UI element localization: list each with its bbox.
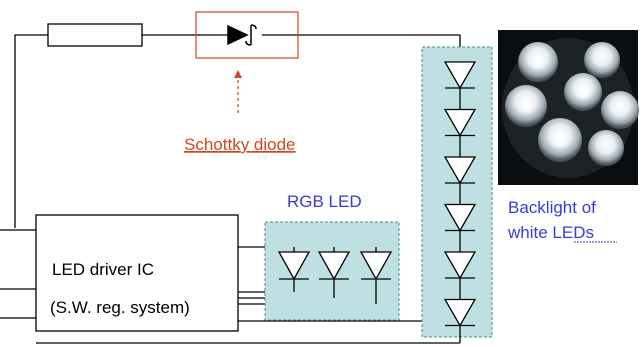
rgb-led-2: [317, 251, 351, 281]
driver-ic-title: LED driver IC: [52, 260, 154, 279]
glowing-leds-photo: [498, 30, 639, 185]
schottky-label: Schottky diode: [184, 135, 296, 154]
resistor: [47, 23, 143, 47]
schottky-highlight-box: [195, 11, 299, 59]
driver-ic-subtitle: (S.W. reg. system): [50, 298, 190, 317]
white-led-chain: [443, 61, 477, 343]
rgb-led-label: RGB LED: [287, 192, 362, 211]
white-led-5: [443, 251, 477, 280]
schottky-pointer-arrow: [234, 70, 242, 113]
white-led-2: [443, 108, 477, 137]
top-wire: [14, 34, 48, 228]
rgb-led-3: [359, 251, 393, 281]
led-driver-ic-box: [35, 214, 239, 332]
rgb-led-group: [277, 247, 393, 304]
backlight-label-line2: white LEDs: [507, 223, 594, 242]
rgb-led-1: [277, 251, 311, 281]
white-led-highlight: [421, 46, 493, 338]
white-led-1: [443, 61, 477, 90]
white-led-3: [443, 156, 477, 185]
schottky-diode-symbol: [227, 24, 257, 46]
white-led-6: [443, 298, 477, 327]
white-led-4: [443, 203, 477, 232]
backlight-label-line1: Backlight of: [508, 198, 596, 217]
